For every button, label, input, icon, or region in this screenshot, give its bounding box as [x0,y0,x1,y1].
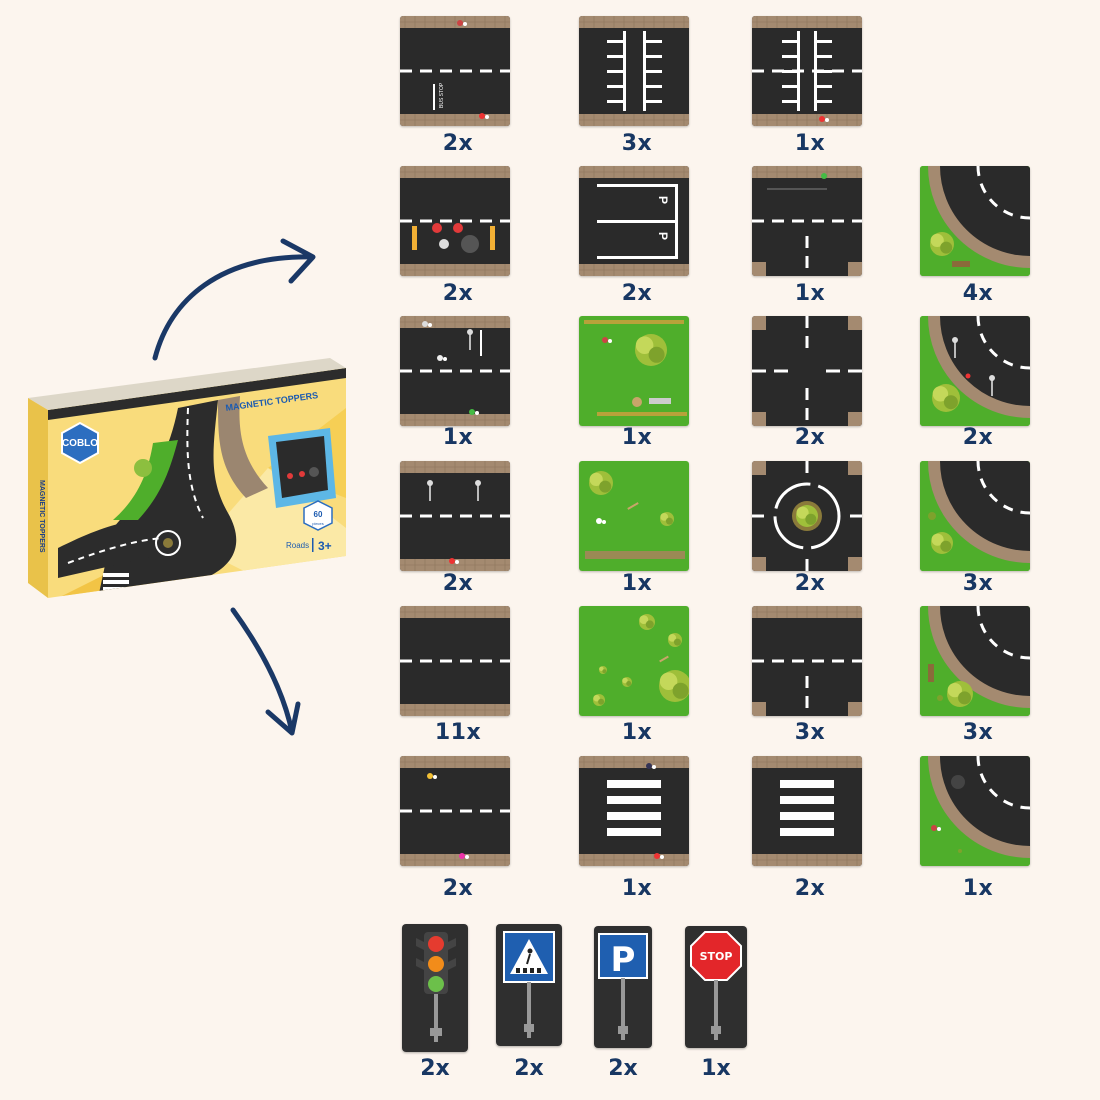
tile-quantity: 1x [442,425,474,450]
svg-text:BUS STOP: BUS STOP [439,82,445,108]
tile-crossroad [752,316,862,426]
tile-quantity: 1x [794,131,826,156]
arrow-up-icon [152,254,315,361]
parking-sign-icon: P [594,926,652,1048]
tile-quantity: 3x [794,720,826,745]
tile-quantity: 11x [434,720,482,745]
box-brand-logo: COBLO [62,438,98,449]
tile-parking-row [579,16,689,126]
sign-quantity: 2x [608,1056,638,1081]
box-piece-unit: pieces [312,521,324,526]
tile-grass-park [579,316,689,426]
svg-text:P: P [656,232,670,240]
tile-t-junction [752,166,862,276]
arrow-down-icon [230,607,295,735]
sign-quantity: 2x [514,1056,544,1081]
tile-quantity: 2x [794,425,826,450]
tile-quantity: 2x [794,571,826,596]
arrow-down-head [265,701,301,736]
tile-curve [920,166,1030,276]
box-piece-count: 60 [314,510,323,519]
tile-quantity: 1x [621,720,653,745]
tile-grass-hedge [579,461,689,571]
product-box: MAGNETIC TOPPERS [18,348,363,598]
tile-straight-cyclists [400,316,510,426]
tile-curve-bushes [920,461,1030,571]
tile-quantity: 3x [962,571,994,596]
tile-quantity: 2x [794,876,826,901]
tile-quantity: 1x [962,876,994,901]
svg-text:STOP: STOP [700,950,733,963]
tile-quantity: 3x [621,131,653,156]
traffic-light-icon [402,924,468,1052]
sign-quantity: 2x [420,1056,450,1081]
tile-quantity: 4x [962,281,994,306]
tile-t-junction-b [752,606,862,716]
tile-quantity: 1x [621,571,653,596]
pedestrian-crossing-sign-icon [496,924,562,1046]
tile-zebra [752,756,862,866]
box-side-label: MAGNETIC TOPPERS [38,480,45,553]
box-category: Roads [286,541,309,550]
tile-grass-trees [579,606,689,716]
tile-quantity: 2x [442,131,474,156]
sign-quantity: 1x [701,1056,731,1081]
tile-quantity: 2x [962,425,994,450]
tile-parking-row-b [752,16,862,126]
tile-curve-lamps [920,316,1030,426]
tile-quantity: 1x [621,876,653,901]
tile-curve-bench [920,606,1030,716]
tile-quantity: 1x [621,425,653,450]
box-age: 3+ [318,539,332,553]
tile-quantity: 2x [621,281,653,306]
tile-roundabout [752,461,862,571]
arrow-up-head [280,238,316,284]
tile-straight [400,606,510,716]
tile-quantity: 2x [442,571,474,596]
tile-quantity: 1x [794,281,826,306]
tile-straight-lamps [400,461,510,571]
tile-straight-busstop: BUS STOP [400,16,510,126]
tile-zebra-people [579,756,689,866]
tile-quantity: 3x [962,720,994,745]
tile-curve-manhole [920,756,1030,866]
tile-straight-roadwork [400,166,510,276]
svg-text:P: P [656,196,670,204]
stop-sign-icon: STOP [685,926,747,1048]
svg-text:P: P [611,940,636,980]
tile-straight-people [400,756,510,866]
tile-quantity: 2x [442,876,474,901]
tile-quantity: 2x [442,281,474,306]
